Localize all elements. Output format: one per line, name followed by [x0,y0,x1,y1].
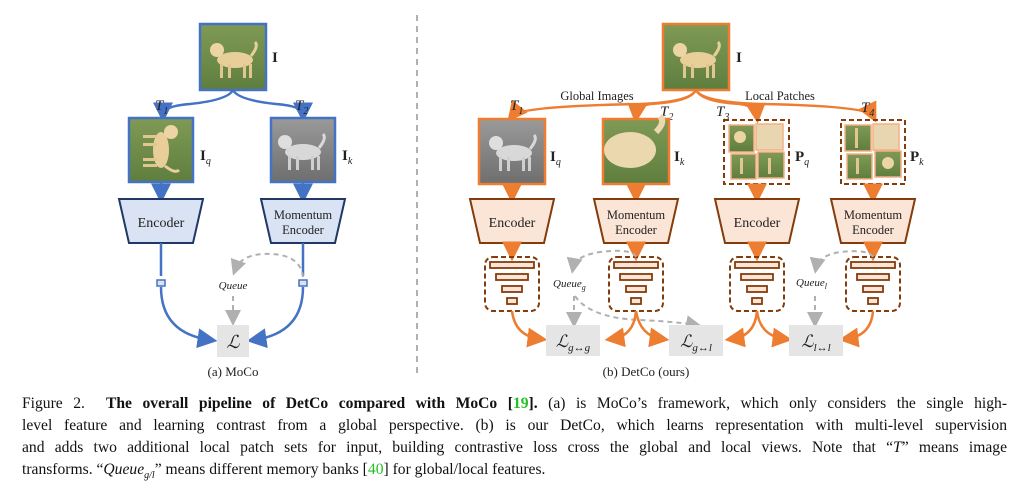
moco-t1-label: T1 [155,98,168,117]
detco-encoder-local: Encoder [713,198,801,244]
citation-link-19[interactable]: 19 [512,395,529,412]
citation-link-40[interactable]: 40 [367,461,384,478]
queue-g-update-arrow [566,249,637,274]
figure-diagram: I T1 T2 Iq Ik Encoder Momentum Encoder [117,15,924,379]
queue-g-label: Queueg [553,278,586,292]
svg-text:Momentum: Momentum [844,208,903,222]
loss-global-global: ℒg↔g [546,325,600,356]
detco-query-image [477,117,547,186]
moco-momentum-encoder: Momentum Encoder [259,198,347,244]
moco-key-feature [298,279,308,287]
feature-pyramid-local-key [845,256,901,312]
moco-queue-update-arrow [230,252,304,278]
caption-title: The overall pipeline of DetCo compared w… [105,395,538,412]
figure-number: Figure 2. [22,395,85,412]
moco-arrow-t2 [231,89,313,123]
detco-key-label: Ik [674,149,685,168]
detco-key-patches-label: Pk [910,149,924,168]
detco-encoder-global: Encoder [468,198,556,244]
moco-panel: I T1 T2 Iq Ik Encoder Momentum Encoder [117,22,353,379]
svg-text:ℒg↔l: ℒg↔l [680,332,712,354]
svg-text:Encoder: Encoder [138,216,185,231]
detco-input-label: I [736,50,742,66]
svg-text:Encoder: Encoder [734,216,781,231]
caption-line-2: level feature and learning contrast from… [22,417,1007,434]
detco-momentum-encoder-global: Momentum Encoder [592,198,680,244]
svg-text:ℒ: ℒ [227,332,241,352]
queue-l-update-arrow [809,250,874,274]
svg-text:Encoder: Encoder [615,223,657,237]
moco-input-label: I [272,50,278,66]
caption-line-1: Figure 2. The overall pipeline of DetCo … [22,395,1008,412]
caption-line-3: and adds two additional local patch sets… [22,439,1007,456]
queue-l-label: Queuel [796,277,828,291]
detco-query-patches [723,119,790,185]
moco-subtitle: (a) MoCo [208,364,259,379]
figure-caption: Figure 2. The overall pipeline of DetCo … [22,393,1007,487]
svg-text:Encoder: Encoder [282,223,324,237]
moco-encoder: Encoder [117,198,205,244]
caption-line-4: transforms. “Queueg/l” means different m… [22,461,546,482]
detco-panel: I Global Images Local Patches T1 T2 T3 T… [468,22,924,379]
detco-t4-label: T4 [861,100,874,119]
loss-global-local: ℒg↔l [669,325,723,356]
moco-t2-label: T2 [295,98,308,117]
moco-query-image [127,116,195,184]
feature-pyramid-global-query [484,256,540,312]
detco-t2-label: T2 [660,104,673,123]
svg-text:Momentum: Momentum [607,208,666,222]
detco-momentum-encoder-local: Momentum Encoder [829,198,917,244]
detco-query-label: Iq [550,149,561,168]
moco-input-image [198,22,268,92]
detco-subtitle: (b) DetCo (ours) [603,364,690,379]
svg-text:Momentum: Momentum [274,208,333,222]
moco-key-label: Ik [342,148,353,167]
feature-pyramid-global-key [608,256,664,312]
moco-arrow-t1 [153,89,235,123]
detco-t3-label: T3 [716,104,729,123]
loss-local-local: ℒl↔l [789,325,843,356]
global-images-label: Global Images [560,89,633,103]
svg-text:Encoder: Encoder [852,223,894,237]
moco-queue-label: Queue [219,280,248,292]
detco-query-patches-label: Pq [795,149,809,168]
svg-text:ℒl↔l: ℒl↔l [801,332,830,354]
svg-text:Encoder: Encoder [489,216,536,231]
detco-key-image [601,113,671,186]
moco-key-image [269,116,337,184]
moco-query-feature [156,279,166,287]
svg-text:ℒg↔g: ℒg↔g [556,332,591,354]
detco-t1-label: T1 [510,98,523,117]
feature-pyramid-local-query [729,256,785,312]
local-patches-label: Local Patches [745,89,815,103]
moco-query-label: Iq [200,148,211,167]
moco-loss: ℒ [217,325,249,357]
detco-input-image [661,22,731,92]
detco-key-patches [840,119,906,185]
